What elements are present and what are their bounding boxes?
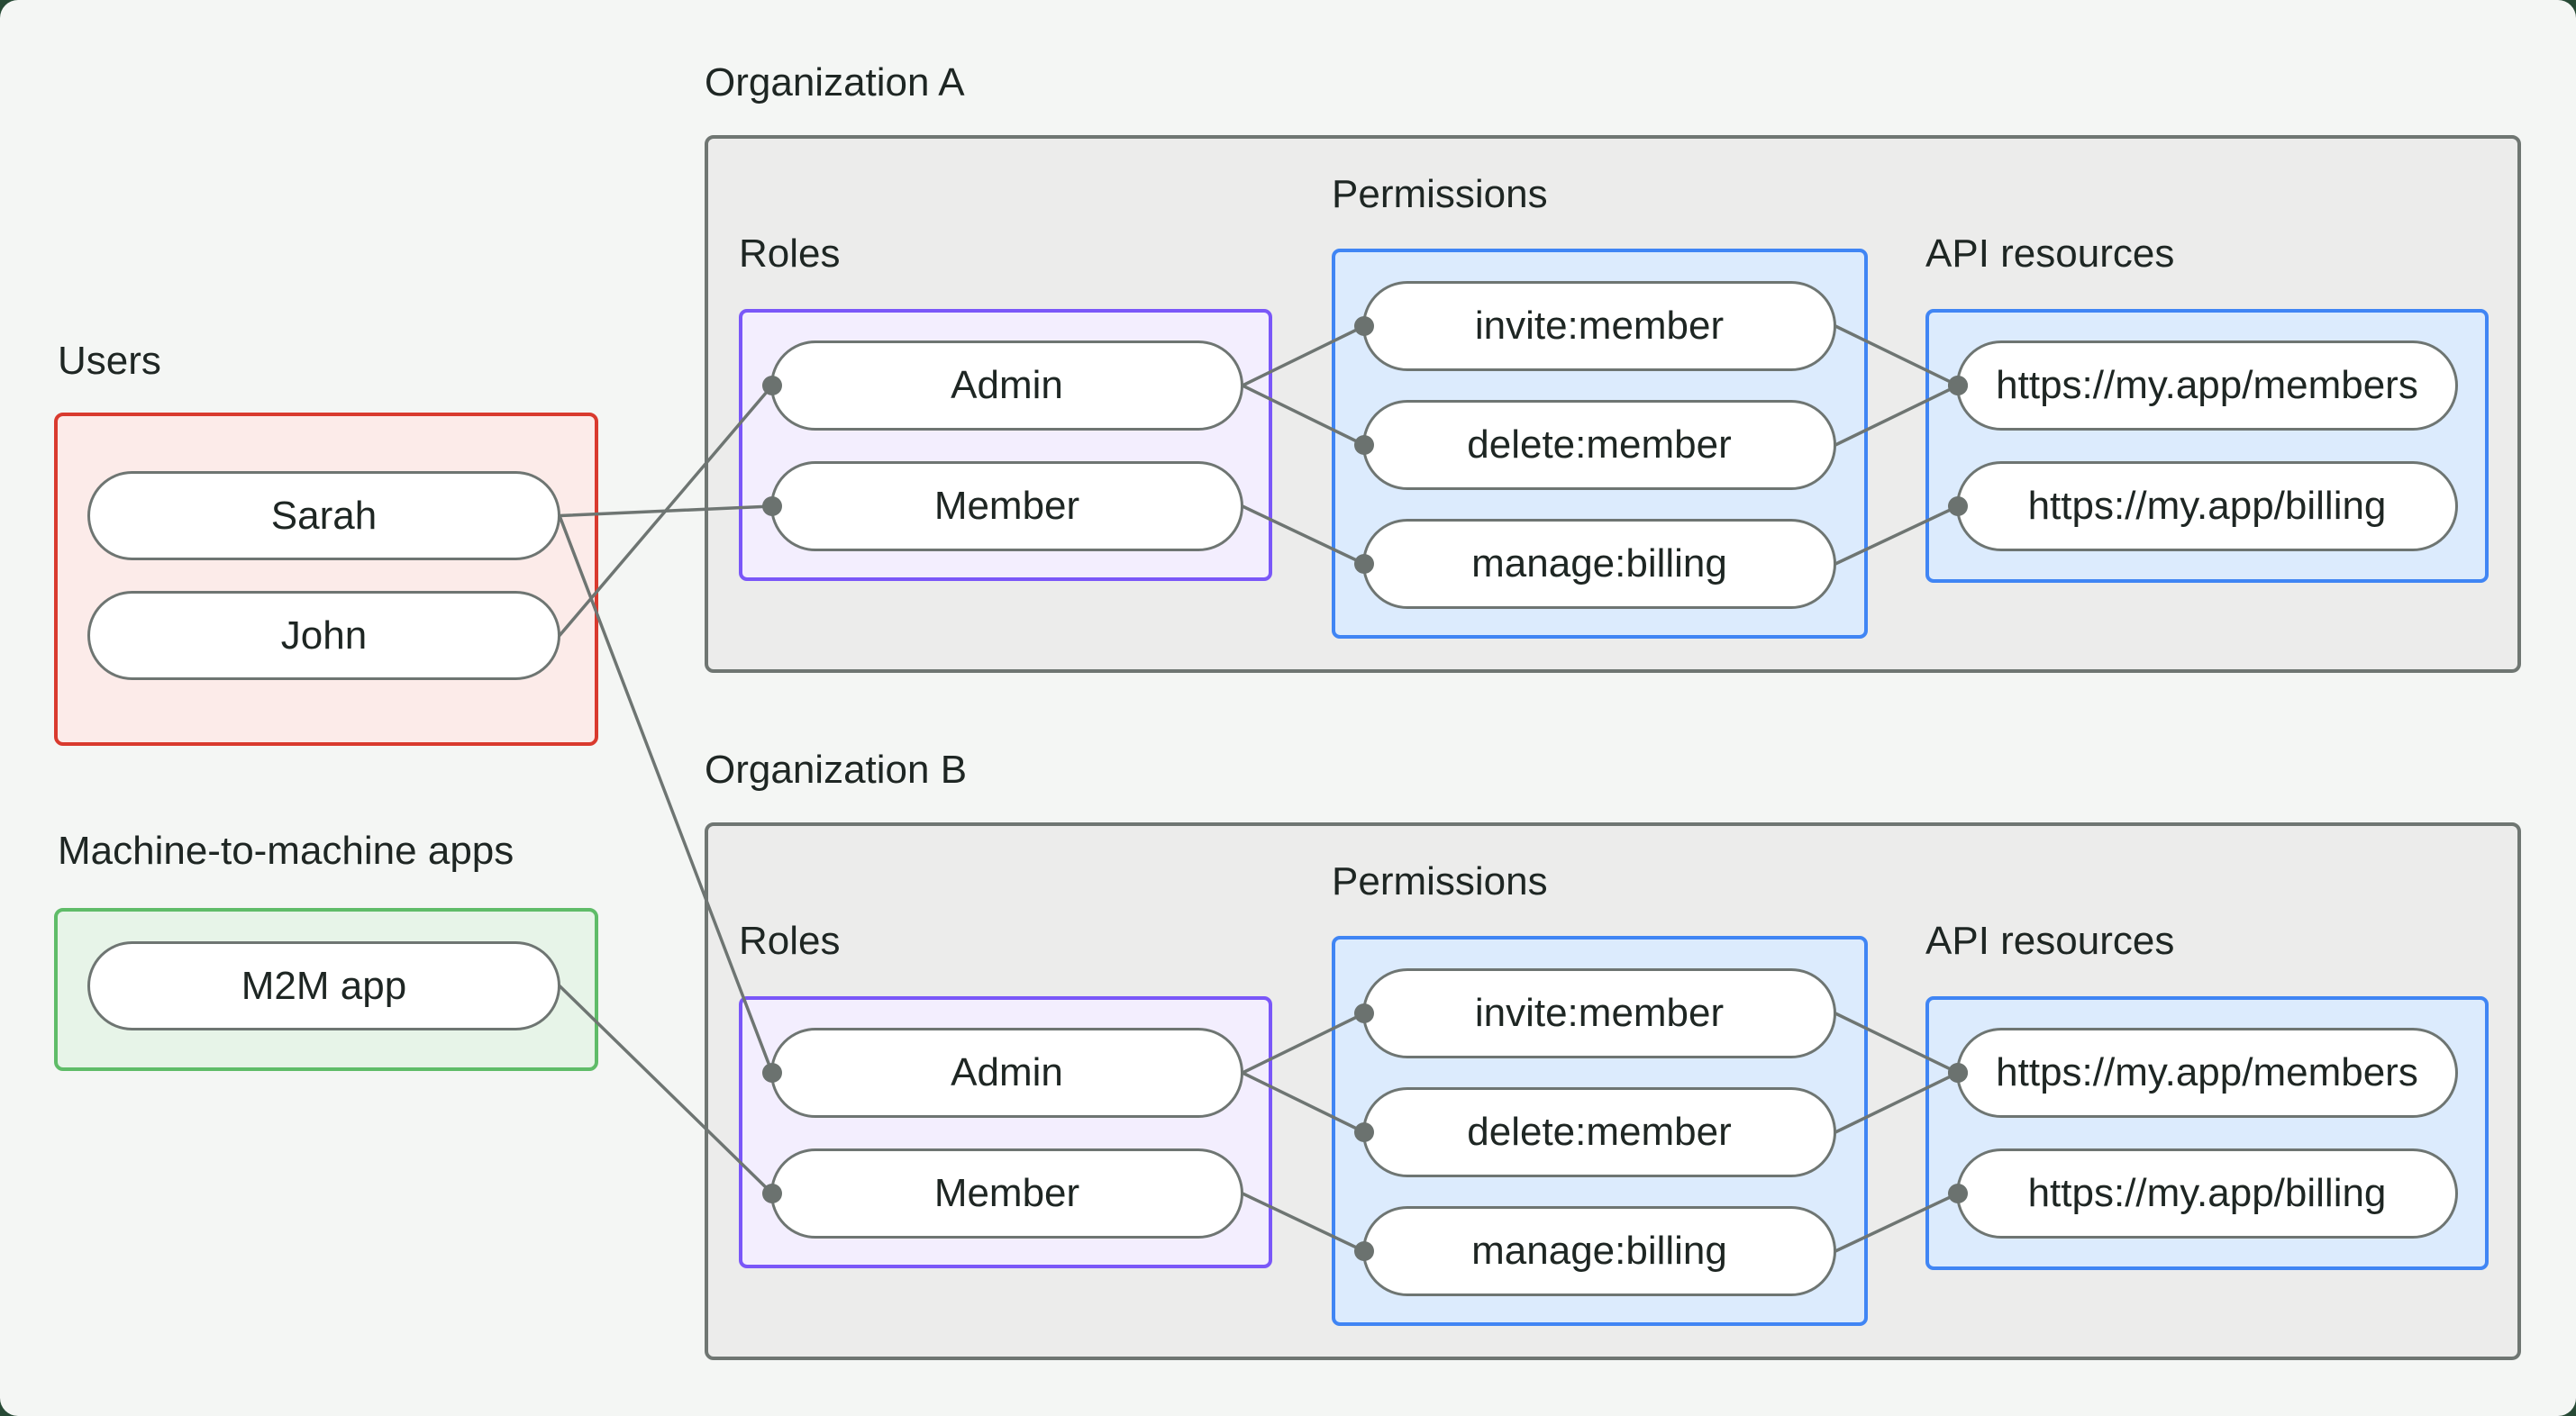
user-node-sarah: Sarah — [87, 471, 560, 560]
api-resources-label: API resources — [1925, 919, 2175, 963]
role-node-label: Member — [933, 484, 1080, 528]
permission-node-invite-member: invite:member — [1362, 968, 1836, 1058]
permission-node-label: invite:member — [1474, 304, 1725, 348]
permissions-label: Permissions — [1332, 172, 1548, 216]
users-section-label: Users — [58, 339, 161, 383]
role-node-admin: Admin — [770, 340, 1243, 431]
m2m-app-node: M2M app — [87, 941, 560, 1030]
permission-node-manage-billing: manage:billing — [1362, 1206, 1836, 1296]
api-resource-node-label: https://my.app/billing — [2027, 1171, 2387, 1215]
api-resource-node-billing: https://my.app/billing — [1956, 461, 2458, 551]
roles-label: Roles — [739, 231, 841, 276]
m2m-app-node-label: M2M app — [241, 963, 407, 1008]
permission-node-label: delete:member — [1467, 422, 1732, 467]
permission-node-manage-billing: manage:billing — [1362, 519, 1836, 609]
user-node-label: John — [280, 613, 368, 658]
m2m-section-label: Machine-to-machine apps — [58, 829, 514, 873]
user-node-john: John — [87, 591, 560, 680]
permission-node-label: manage:billing — [1471, 1229, 1727, 1273]
role-node-member: Member — [770, 461, 1243, 551]
permission-node-delete-member: delete:member — [1362, 1087, 1836, 1177]
permission-node-label: delete:member — [1467, 1110, 1732, 1154]
permissions-label: Permissions — [1332, 859, 1548, 903]
api-resources-label: API resources — [1925, 231, 2175, 276]
organization-a-label: Organization A — [705, 60, 965, 104]
organization-b-label: Organization B — [705, 748, 968, 792]
api-resource-node-label: https://my.app/billing — [2027, 484, 2387, 528]
permission-node-delete-member: delete:member — [1362, 400, 1836, 490]
roles-label: Roles — [739, 919, 841, 963]
api-resource-node-label: https://my.app/members — [1996, 1050, 2418, 1094]
permission-node-invite-member: invite:member — [1362, 281, 1836, 371]
permission-node-label: manage:billing — [1471, 541, 1727, 585]
api-resource-node-billing: https://my.app/billing — [1956, 1148, 2458, 1239]
api-resource-node-label: https://my.app/members — [1996, 363, 2418, 407]
permission-node-label: invite:member — [1474, 991, 1725, 1035]
role-node-member: Member — [770, 1148, 1243, 1239]
role-node-label: Admin — [951, 363, 1063, 407]
user-node-label: Sarah — [270, 493, 378, 538]
role-node-label: Admin — [951, 1050, 1063, 1094]
api-resource-node-members: https://my.app/members — [1956, 340, 2458, 431]
role-node-label: Member — [933, 1171, 1080, 1215]
users-group-box — [54, 413, 598, 746]
api-resource-node-members: https://my.app/members — [1956, 1028, 2458, 1118]
role-node-admin: Admin — [770, 1028, 1243, 1118]
